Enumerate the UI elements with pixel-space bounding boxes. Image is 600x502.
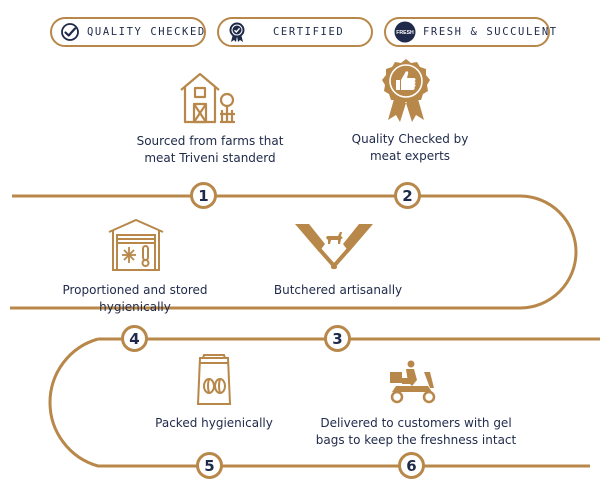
step-1-number: 1	[190, 182, 217, 209]
step-2-caption: Quality Checked by meat experts	[310, 131, 510, 165]
fresh-seal-icon: FRESH	[394, 21, 416, 43]
step-4-caption-line2: hygienically	[99, 300, 171, 314]
butcher-knives-goat-icon	[295, 224, 373, 269]
quality-checked-label: QUALITY CHECKED	[87, 26, 206, 38]
step-4-caption: Proportioned and stored hygienically	[35, 282, 235, 316]
certified-label: CERTIFIED	[273, 26, 345, 38]
step-5-caption-line1: Packed hygienically	[155, 416, 273, 430]
packet-icon	[196, 354, 232, 405]
step-5-caption: Packed hygienically	[114, 415, 314, 432]
step-3-number: 3	[324, 325, 351, 352]
step-4-number: 4	[121, 325, 148, 352]
fresh-succulent-badge: FRESH FRESH & SUCCULENT	[384, 17, 556, 47]
fresh-succulent-label: FRESH & SUCCULENT	[423, 26, 558, 38]
checkmark-icon	[61, 23, 79, 41]
step-6-caption: Delivered to customers with gel bags to …	[306, 415, 526, 449]
step-5-number: 5	[196, 452, 223, 479]
step-4-caption-line1: Proportioned and stored	[62, 283, 208, 297]
step-2-caption-line1: Quality Checked by	[351, 132, 469, 146]
thumbs-up-seal-icon	[382, 59, 430, 122]
step-6-caption-line1: Delivered to customers with gel	[320, 416, 512, 430]
fresh-seal-text: FRESH	[396, 30, 414, 36]
farm-icon	[180, 72, 235, 124]
certificate-ribbon-icon	[229, 22, 245, 42]
cold-storage-icon	[108, 218, 164, 271]
step-3-caption: Butchered artisanally	[238, 282, 438, 299]
step-1-caption-line2: meat Triveni standerd	[144, 151, 276, 165]
certified-badge: CERTIFIED	[217, 17, 373, 47]
step-6-caption-line2: bags to keep the freshness intact	[315, 433, 517, 447]
quality-checked-badge: QUALITY CHECKED	[50, 17, 206, 47]
delivery-scooter-icon	[390, 360, 436, 404]
step-2-caption-line2: meat experts	[369, 149, 451, 163]
step-3-caption-line1: Butchered artisanally	[273, 283, 403, 297]
step-1-caption-line1: Sourced from farms that	[136, 134, 284, 148]
step-1-caption: Sourced from farms that meat Triveni sta…	[110, 133, 310, 167]
step-6-number: 6	[398, 452, 425, 479]
step-2-number: 2	[394, 182, 421, 209]
